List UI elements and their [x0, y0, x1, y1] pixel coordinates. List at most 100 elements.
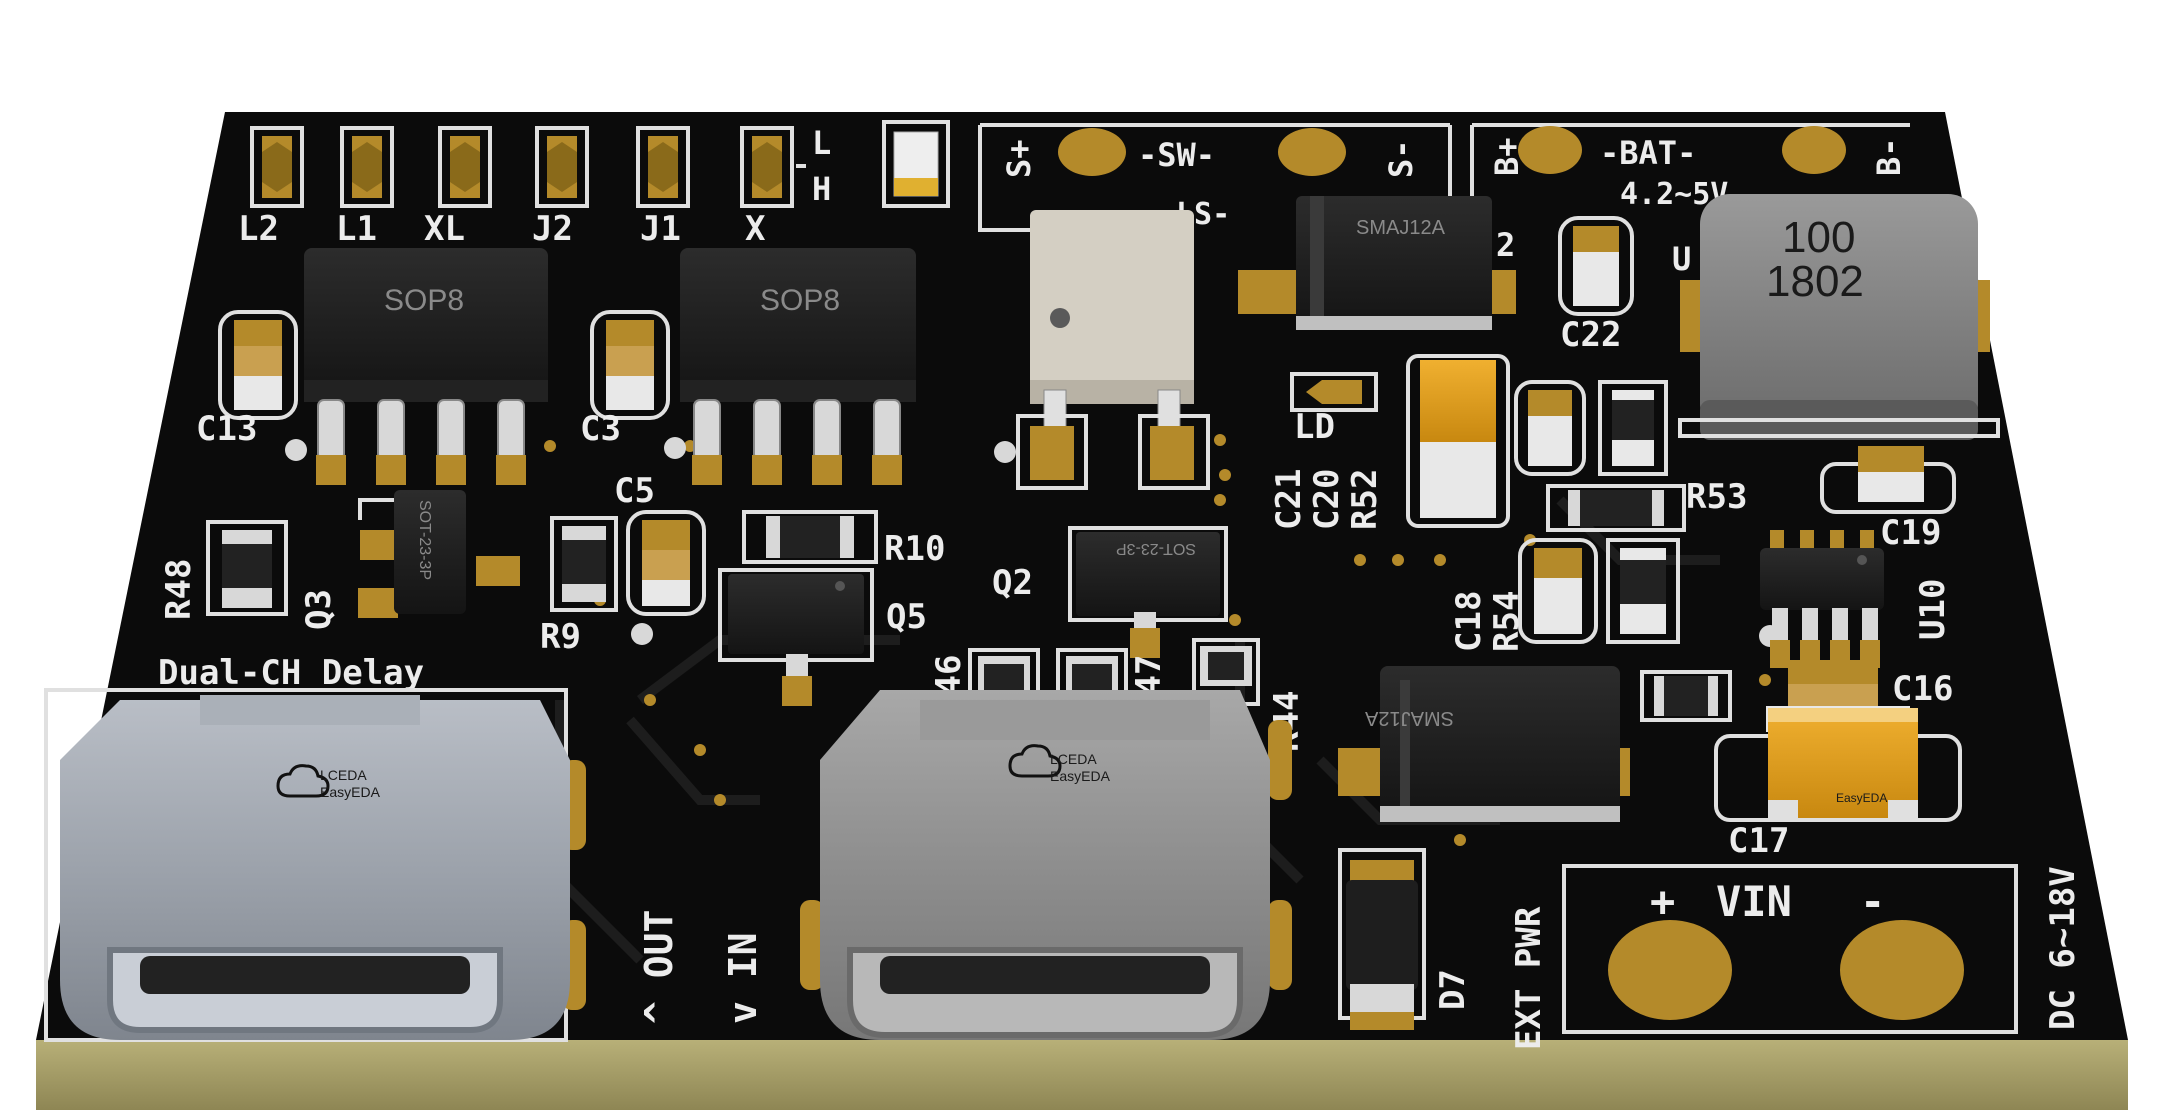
- diode-top-marking: SMAJ12A: [1356, 217, 1446, 239]
- out-label: ^ OUT: [637, 910, 681, 1024]
- c3-label: C3: [580, 409, 621, 449]
- q3-marking: SOT-23-3P: [416, 500, 433, 580]
- sw-pad-plus[interactable]: [1058, 128, 1126, 176]
- switch-block: [978, 123, 1452, 232]
- c13-label: C13: [196, 409, 257, 449]
- led-component: [882, 120, 950, 208]
- usb-out-logo-2: EasyEDA: [320, 784, 381, 800]
- c20-label: C20: [1307, 469, 1347, 530]
- jumper-pad[interactable]: [340, 126, 394, 208]
- usb-out-logo-1: LCEDA: [320, 767, 367, 783]
- jumper-label-l1: L1: [336, 209, 377, 249]
- transistor-q2: [1068, 526, 1228, 658]
- sop8-chip-a: [304, 248, 548, 485]
- q3-label: Q3: [299, 589, 339, 630]
- inductor-line1: 100: [1782, 213, 1855, 262]
- resistor-r10: [742, 510, 878, 564]
- jumper-pad[interactable]: [636, 126, 690, 208]
- r10-label: R10: [884, 529, 945, 569]
- usb-c-port-out[interactable]: [44, 688, 586, 1042]
- c17-label: C17: [1728, 821, 1789, 861]
- relay-component: [1016, 210, 1210, 490]
- sw-minus-label: S-: [1382, 139, 1420, 178]
- c5-label: C5: [614, 471, 655, 511]
- c19-label: C19: [1880, 513, 1941, 553]
- diode-top: [1238, 196, 1516, 330]
- sw-plus-label: S+: [1000, 139, 1038, 178]
- cap-c16: [1788, 660, 1878, 706]
- usb-c-port-in[interactable]: [800, 690, 1292, 1040]
- ld-jumper: [1290, 372, 1378, 412]
- sw-label: -SW-: [1138, 136, 1215, 174]
- jumper-pad[interactable]: [250, 126, 304, 208]
- c18-label: C18: [1449, 591, 1489, 652]
- tantalum-logo: EasyEDA: [1836, 791, 1887, 805]
- r48-label: R48: [159, 559, 199, 620]
- jumper-pad[interactable]: [740, 126, 794, 208]
- cap-c19: [1820, 446, 1956, 514]
- r54-label: R54: [1487, 591, 1527, 652]
- c22-label: C22: [1560, 315, 1621, 355]
- transistor-q3: [358, 490, 520, 618]
- ld-label: LD: [1294, 407, 1335, 447]
- usb-in-logo-2: EasyEDA: [1050, 768, 1111, 784]
- sw-pad-minus[interactable]: [1278, 128, 1346, 176]
- vin-pad-plus[interactable]: [1608, 920, 1732, 1020]
- bat-minus-label: B-: [1870, 137, 1908, 176]
- r53-label: R53: [1686, 477, 1747, 517]
- bat-pad-minus[interactable]: [1782, 126, 1846, 174]
- in-label: v IN: [721, 932, 765, 1024]
- q2-marking: SOT-23-3P: [1116, 540, 1196, 557]
- jumper-pad[interactable]: [535, 126, 589, 208]
- dc-range-label: DC 6~18V: [2043, 866, 2083, 1030]
- usb-in-logo-1: LCEDA: [1050, 751, 1097, 767]
- power-inductor: [1678, 194, 2000, 440]
- board-edge: [36, 1040, 2128, 1110]
- vin-minus-label: -: [1860, 877, 1885, 926]
- sop8-a-marking: SOP8: [384, 284, 464, 317]
- vin-plus-label: +: [1650, 877, 1675, 926]
- battery-block: [1470, 123, 1910, 230]
- bat-pad-plus[interactable]: [1518, 126, 1582, 174]
- dual-ch-delay-label: Dual-CH Delay: [158, 653, 424, 693]
- q2-label: Q2: [992, 563, 1033, 603]
- sop8-b-marking: SOP8: [760, 284, 840, 317]
- cap-c3: [590, 310, 670, 420]
- diode-bottom-marking: SMAJ12A: [1364, 707, 1454, 729]
- cloud-logo-icon: [1008, 744, 1062, 778]
- ext-pwr-label: EXT PWR: [1509, 906, 1549, 1050]
- cap-c22: [1558, 216, 1634, 316]
- jumper-side-h: H: [812, 170, 831, 208]
- jumper-label-xl: XL: [424, 209, 465, 249]
- transistor-q5: [718, 568, 874, 706]
- cap-pair-mid: [1518, 538, 1680, 644]
- jumper-side-l: L: [812, 124, 831, 162]
- bat-label: -BAT-: [1600, 134, 1696, 172]
- cap-c5: [626, 510, 706, 616]
- jumper-row: [250, 126, 806, 208]
- tantalum-c17: [1714, 706, 1962, 822]
- cloud-logo-icon: [276, 764, 330, 798]
- resistor-r48: [206, 520, 288, 616]
- r9-label: R9: [540, 617, 581, 657]
- q5-label: Q5: [886, 597, 927, 637]
- c16-label: C16: [1892, 669, 1953, 709]
- jumper-label-j1: J1: [640, 209, 681, 249]
- jumper-label-x: X: [745, 209, 766, 249]
- vin-label: VIN: [1716, 877, 1792, 926]
- sop8-chip-b: [680, 248, 916, 485]
- cap-c13: [218, 310, 298, 420]
- jumper-label-l2: L2: [238, 209, 279, 249]
- resistor-r53: [1546, 484, 1686, 532]
- resistor-r9: [550, 516, 618, 612]
- vin-pad-minus[interactable]: [1840, 920, 1964, 1020]
- r52-label: R52: [1345, 469, 1385, 530]
- cap-pair-top: [1514, 380, 1668, 476]
- resistor-near-c16: [1640, 670, 1732, 722]
- jumper-pad[interactable]: [438, 126, 492, 208]
- bat-plus-label: B+: [1488, 137, 1526, 176]
- partial-2-label: 2: [1496, 226, 1515, 264]
- d7-label: D7: [1433, 969, 1473, 1010]
- u10-label: U10: [1913, 579, 1953, 640]
